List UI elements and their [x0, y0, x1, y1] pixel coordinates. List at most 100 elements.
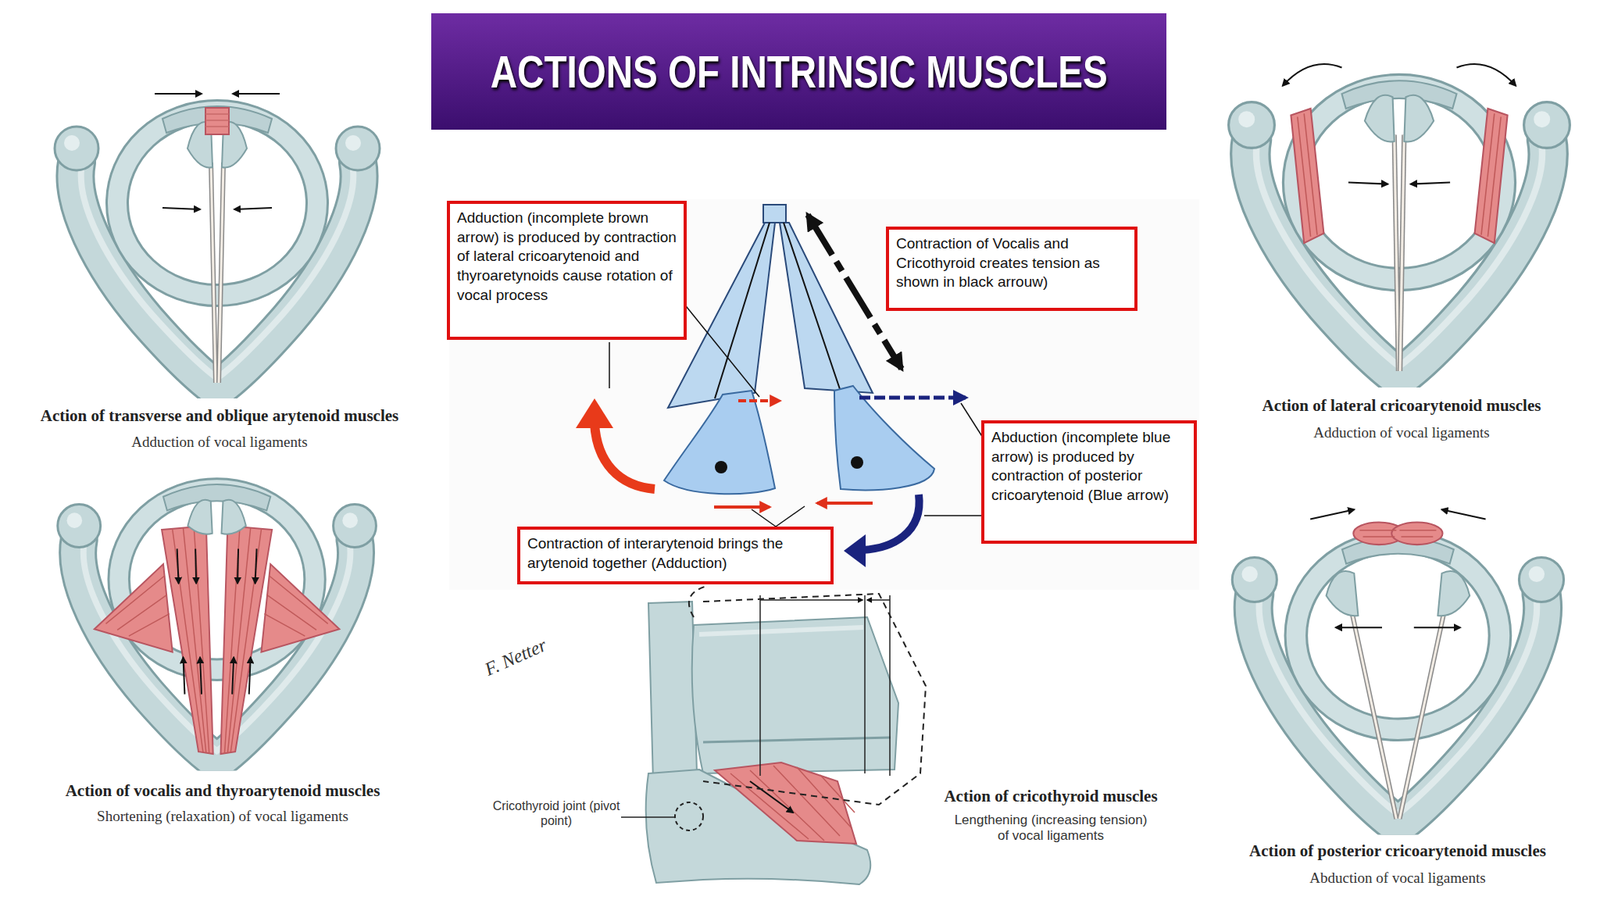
- cricothyroid-view-part: [889, 595, 891, 776]
- caption-subtitle: Shortening (relaxation) of vocal ligamen…: [3, 807, 442, 825]
- callout-text: Adduction (incomplete brown arrow) is pr…: [457, 208, 677, 305]
- lateral-cricoarytenoid-view-part: [1290, 108, 1324, 243]
- callout-text: Contraction of interarytenoid brings the…: [527, 534, 824, 573]
- caption-subtitle: Adduction of vocal ligaments: [1206, 424, 1597, 442]
- posterior-cricoarytenoid-view-part: [1442, 509, 1486, 519]
- vocalis-view-part: [194, 548, 197, 583]
- callout-box: Adduction (incomplete brown arrow) is pr…: [446, 200, 687, 340]
- arytenoid-schematic-part: [960, 403, 983, 438]
- lateral-cricoarytenoid-view-part: [1475, 108, 1508, 243]
- arytenoid-view-part: [205, 114, 229, 127]
- cricothyroid-view-part: [864, 595, 866, 774]
- cricothyroid-view-part: [750, 781, 793, 813]
- arytenoid-view-part: [218, 162, 224, 383]
- cricothyroid-view-part: [689, 585, 708, 618]
- arytenoid-schematic-part: [714, 222, 770, 399]
- lateral-cricoarytenoid-view-part: [1457, 64, 1517, 86]
- vocalis-view-part: [200, 657, 202, 695]
- artist-signature: F. Netter: [461, 625, 571, 690]
- callout-text: Contraction of Vocalis and Cricothyroid …: [896, 234, 1128, 293]
- vocalis-view-part: [94, 564, 173, 653]
- cricothyroid-view-part: [648, 601, 697, 782]
- cricothyroid-view-part: [867, 599, 890, 601]
- cricothyroid-view-part: [675, 802, 704, 831]
- cricothyroid-view-part: [703, 737, 891, 743]
- caption-subtitle: Adduction of vocal ligaments: [0, 433, 439, 451]
- lateral-cricoarytenoid-view-part: [1228, 80, 1571, 378]
- lateral-cricoarytenoid-view-part: [1364, 95, 1395, 143]
- posterior-cricoarytenoid-view-part: [1351, 611, 1397, 819]
- vocalis-view: [57, 484, 377, 762]
- arytenoid-view-part: [234, 207, 272, 210]
- posterior-cricoarytenoid-view-part: [1232, 536, 1564, 825]
- cricothyroid-view-part: [621, 816, 675, 818]
- vocalis-view-part: [182, 657, 185, 695]
- title-band: ACTIONS OF INTRINSIC MUSCLES: [431, 13, 1167, 130]
- cricothyroid-view-part: [714, 762, 857, 844]
- title-text: ACTIONS OF INTRINSIC MUSCLES: [489, 45, 1108, 98]
- arytenoid-schematic-part: [763, 204, 786, 223]
- posterior-cricoarytenoid-view: [1232, 509, 1564, 825]
- cricothyroid-view-part: [699, 627, 864, 635]
- part-label: Cricothyroid joint (pivot point): [492, 798, 622, 829]
- vocalis-view-part: [260, 564, 340, 653]
- vocalis-view-part: [255, 548, 258, 583]
- arytenoid-schematic-part: [850, 456, 864, 469]
- vocalis-view-part: [232, 657, 234, 695]
- cricothyroid-view-part: [759, 595, 761, 776]
- posterior-cricoarytenoid-view-part: [1359, 530, 1436, 537]
- cricothyroid-view-part: [730, 765, 855, 841]
- lateral-cricoarytenoid-view-part: [1410, 182, 1450, 184]
- caption-title: Action of lateral cricoarytenoid muscles: [1206, 396, 1597, 416]
- arytenoid-schematic-part: [594, 423, 655, 490]
- caption-title: Action of posterior cricoarytenoid muscl…: [1198, 841, 1597, 861]
- lateral-cricoarytenoid-view-part: [1394, 135, 1399, 372]
- arytenoid-schematic: [449, 199, 1200, 590]
- vocalis-view-part: [106, 575, 170, 636]
- arytenoid-schematic-part: [862, 494, 920, 550]
- cricothyroid-view-part: [760, 599, 863, 601]
- vocalis-view-part: [172, 527, 262, 754]
- arytenoid-schematic-part: [859, 396, 966, 400]
- posterior-cricoarytenoid-view-part: [1414, 626, 1461, 629]
- arytenoid-view-part: [218, 162, 224, 383]
- posterior-cricoarytenoid-view-part: [1310, 509, 1354, 519]
- arytenoid-schematic-part: [775, 506, 805, 527]
- lateral-cricoarytenoid-view-part: [1297, 113, 1501, 236]
- posterior-cricoarytenoid-view-part: [1326, 571, 1359, 616]
- arytenoid-schematic-part: [608, 342, 611, 389]
- cricothyroid-view: [621, 585, 926, 885]
- lateral-cricoarytenoid-view-part: [1403, 95, 1434, 143]
- arytenoid-schematic-part: [751, 509, 776, 527]
- lateral-cricoarytenoid-view-part: [1348, 182, 1388, 184]
- posterior-cricoarytenoid-view-part: [1351, 611, 1397, 819]
- vocalis-view-part: [57, 484, 377, 762]
- callout-text: Abduction (incomplete blue arrow) is pro…: [991, 428, 1187, 506]
- arytenoid-schematic-part: [714, 505, 770, 509]
- arytenoid-view-part: [210, 162, 216, 383]
- caption-title: Action of vocalis and thyroarytenoid mus…: [3, 781, 442, 801]
- arytenoid-schematic-part: [738, 399, 780, 403]
- posterior-cricoarytenoid-view-part: [1391, 522, 1443, 546]
- lateral-cricoarytenoid-view-part: [1282, 64, 1343, 86]
- posterior-cricoarytenoid-view-part: [1399, 611, 1444, 819]
- cricothyroid-view-part: [703, 593, 926, 805]
- arytenoid-view-part: [54, 106, 380, 390]
- posterior-cricoarytenoid-view-part: [1399, 611, 1444, 819]
- callout-box: Contraction of Vocalis and Cricothyroid …: [885, 226, 1138, 311]
- caption-subtitle: Lengthening (increasing tension) of voca…: [953, 812, 1149, 845]
- arytenoid-view: [54, 93, 380, 390]
- vocalis-view-part: [221, 500, 246, 535]
- arytenoid-view-part: [210, 162, 216, 383]
- arytenoid-view-part: [205, 107, 229, 135]
- callout-box: Contraction of interarytenoid brings the…: [517, 526, 834, 585]
- arytenoid-view-part: [232, 92, 280, 95]
- vocalis-view-part: [249, 657, 251, 695]
- cricothyroid-view-part: [692, 617, 899, 774]
- arytenoid-schematic-part: [924, 514, 982, 517]
- caption-title: Action of cricothyroid muscles: [917, 786, 1184, 807]
- arytenoid-schematic-part: [714, 460, 728, 474]
- lateral-cricoarytenoid-view-part: [1400, 135, 1404, 372]
- arytenoid-schematic-part: [834, 385, 935, 490]
